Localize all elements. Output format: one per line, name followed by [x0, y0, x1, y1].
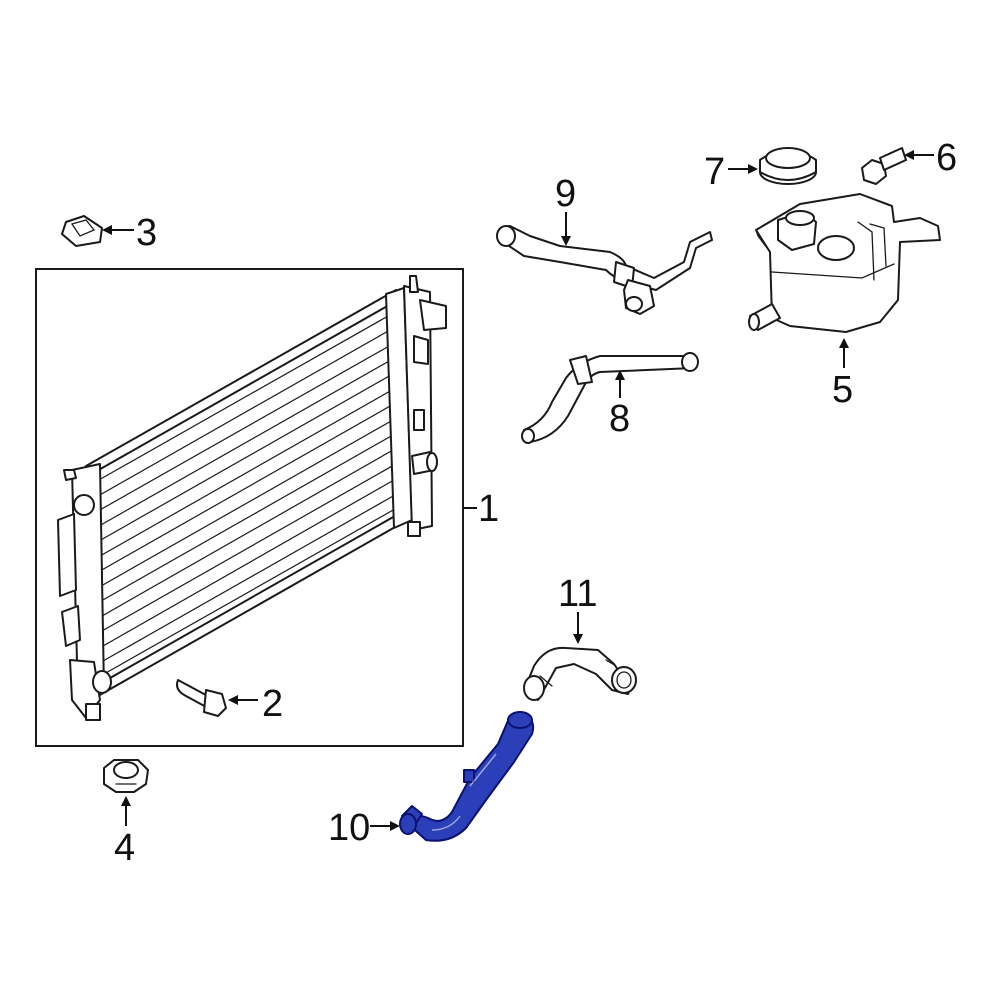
- callout-9-label: 9: [555, 173, 576, 215]
- callout-8-label: 8: [609, 398, 630, 440]
- callout-5: 5: [832, 338, 853, 411]
- callout-3: 3: [102, 212, 157, 254]
- callout-2-label: 2: [262, 683, 283, 725]
- radiator-clip[interactable]: [61, 215, 103, 247]
- reservoir-bolt[interactable]: [861, 147, 907, 185]
- lower-radiator-hose[interactable]: [399, 711, 535, 842]
- callout-4: 4: [114, 796, 135, 869]
- callout-6: 6: [904, 137, 957, 179]
- callout-9: 9: [555, 173, 576, 246]
- callout-11-label: 11: [558, 573, 597, 615]
- callout-8: 8: [609, 370, 630, 440]
- radiator[interactable]: [57, 275, 447, 721]
- coolant-reservoir[interactable]: [748, 193, 941, 333]
- callout-1: 1: [463, 488, 499, 530]
- mounting-bolt[interactable]: [176, 679, 227, 717]
- reservoir-outlet-hose[interactable]: [521, 352, 699, 444]
- callout-6-label: 6: [936, 137, 957, 179]
- reservoir-cap[interactable]: [759, 147, 817, 185]
- callout-1-label: 1: [478, 488, 499, 530]
- callout-11: 11: [558, 573, 597, 644]
- upper-radiator-hose[interactable]: [523, 646, 637, 701]
- callout-3-label: 3: [136, 212, 157, 254]
- callout-4-label: 4: [114, 827, 135, 869]
- callout-10: 10: [328, 807, 400, 849]
- callout-2: 2: [228, 683, 283, 725]
- callout-7-label: 7: [704, 151, 725, 193]
- reservoir-inlet-hose[interactable]: [496, 225, 713, 315]
- callout-7: 7: [704, 151, 758, 193]
- callout-10-label: 10: [328, 807, 370, 849]
- lower-insulator[interactable]: [103, 759, 149, 793]
- callout-5-label: 5: [832, 369, 853, 411]
